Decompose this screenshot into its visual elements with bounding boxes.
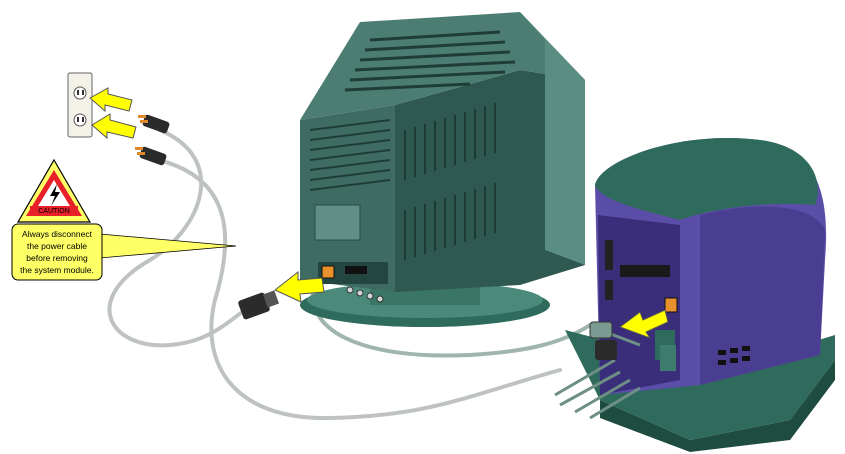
wall-outlet-icon: [67, 72, 93, 138]
system-cables: [554, 328, 641, 420]
monitor-plug: [238, 290, 280, 320]
caution-line-3: before removing: [26, 253, 88, 263]
system-module: [554, 138, 835, 452]
system-power-cable: [156, 158, 562, 421]
system-vents: [718, 346, 750, 365]
caution-title: CAUTION: [38, 208, 70, 215]
monitor-vents-back: [309, 119, 391, 191]
monitor-vents-top: [344, 30, 516, 92]
system-power-plug: [595, 340, 617, 360]
system-top: [595, 138, 818, 220]
caution-sign: CAUTION: [16, 158, 92, 223]
caution-callout: Always disconnect the power cable before…: [11, 223, 237, 281]
power-plugs: [135, 114, 280, 320]
system-arrow: [618, 309, 669, 339]
arrow-lower: [91, 113, 137, 140]
caution-line-2: the power cable: [27, 241, 87, 251]
system-video-connector: [589, 321, 613, 339]
monitor-power-cable: [107, 128, 247, 348]
arrow-upper: [89, 87, 133, 113]
plug-lower: [135, 146, 167, 166]
monitor-power-port: [321, 265, 335, 279]
plug-upper: [138, 114, 170, 134]
monitor-vents-side: [404, 103, 496, 260]
caution-line-4: the system module.: [20, 265, 94, 275]
monitor-arrow: [274, 270, 325, 303]
caution-line-1: Always disconnect: [22, 229, 93, 239]
system-power-port: [664, 297, 678, 313]
monitor-label-plate: [314, 204, 361, 241]
outlet-arrows: [89, 87, 137, 140]
caution-lightning-icon: [50, 184, 60, 206]
monitor-knobs: [346, 286, 384, 303]
monitor: [300, 12, 585, 327]
